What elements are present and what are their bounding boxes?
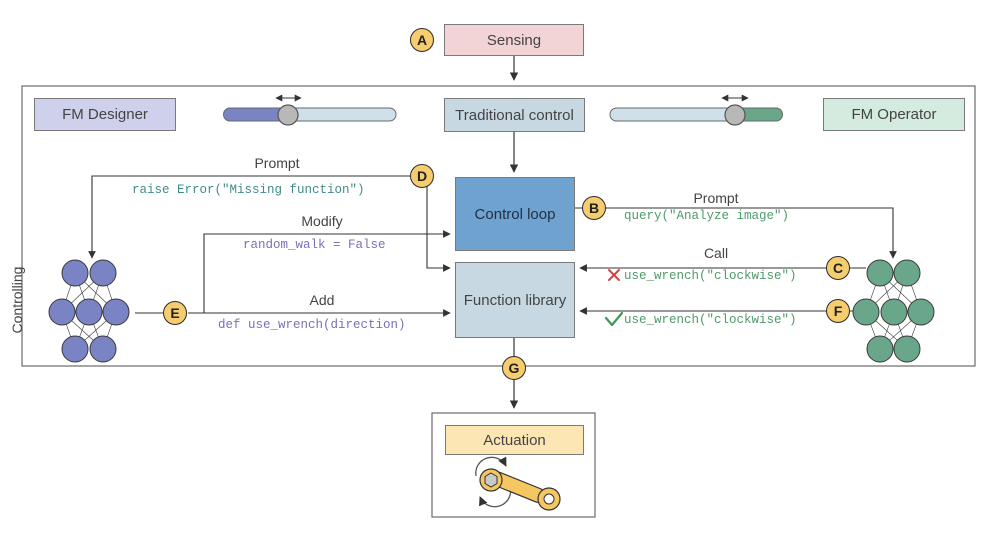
neural-network-designer-icon [48, 259, 130, 363]
call-success-code: use_wrench("clockwise") [624, 313, 797, 327]
wrench-icon [475, 456, 561, 511]
badge-f: F [826, 299, 850, 323]
prompt-left-code: raise Error("Missing function") [132, 183, 365, 197]
badge-a: A [410, 28, 434, 52]
slider-designer [223, 94, 397, 126]
d-to-library-arrow [422, 175, 451, 272]
controlling-frame [21, 85, 976, 367]
badge-c: C [826, 256, 850, 280]
badge-b: B [582, 196, 606, 220]
actuation-frame [431, 412, 596, 518]
modify-label: Modify [301, 213, 343, 229]
prompt-right-code: query("Analyze image") [624, 209, 790, 223]
function-library-box: Function library [455, 262, 575, 338]
prompt-right-label: Prompt [693, 190, 739, 206]
controlling-label: Controlling [9, 266, 25, 334]
sensing-box: Sensing [444, 24, 584, 56]
traditional-control-box: Traditional control [444, 98, 585, 132]
badge-d: D [410, 164, 434, 188]
call-fail-code: use_wrench("clockwise") [624, 269, 797, 283]
prompt-right-arrow [575, 207, 897, 259]
fm-designer-box: FM Designer [34, 98, 176, 131]
modify-code: random_walk = False [243, 238, 386, 252]
fm-operator-box: FM Operator [823, 98, 965, 131]
prompt-left-arrow [88, 175, 422, 259]
slider-operator [609, 94, 783, 126]
control-loop-box: Control loop [455, 177, 575, 251]
actuation-box: Actuation [445, 425, 584, 455]
cross-icon [608, 269, 620, 281]
badge-e: E [163, 301, 187, 325]
add-code: def use_wrench(direction) [218, 318, 406, 332]
neural-network-operator-icon [852, 259, 935, 363]
badge-g: G [502, 356, 526, 380]
call-label: Call [703, 245, 729, 261]
add-label: Add [309, 292, 335, 308]
check-icon [604, 311, 624, 327]
prompt-left-label: Prompt [254, 155, 300, 171]
